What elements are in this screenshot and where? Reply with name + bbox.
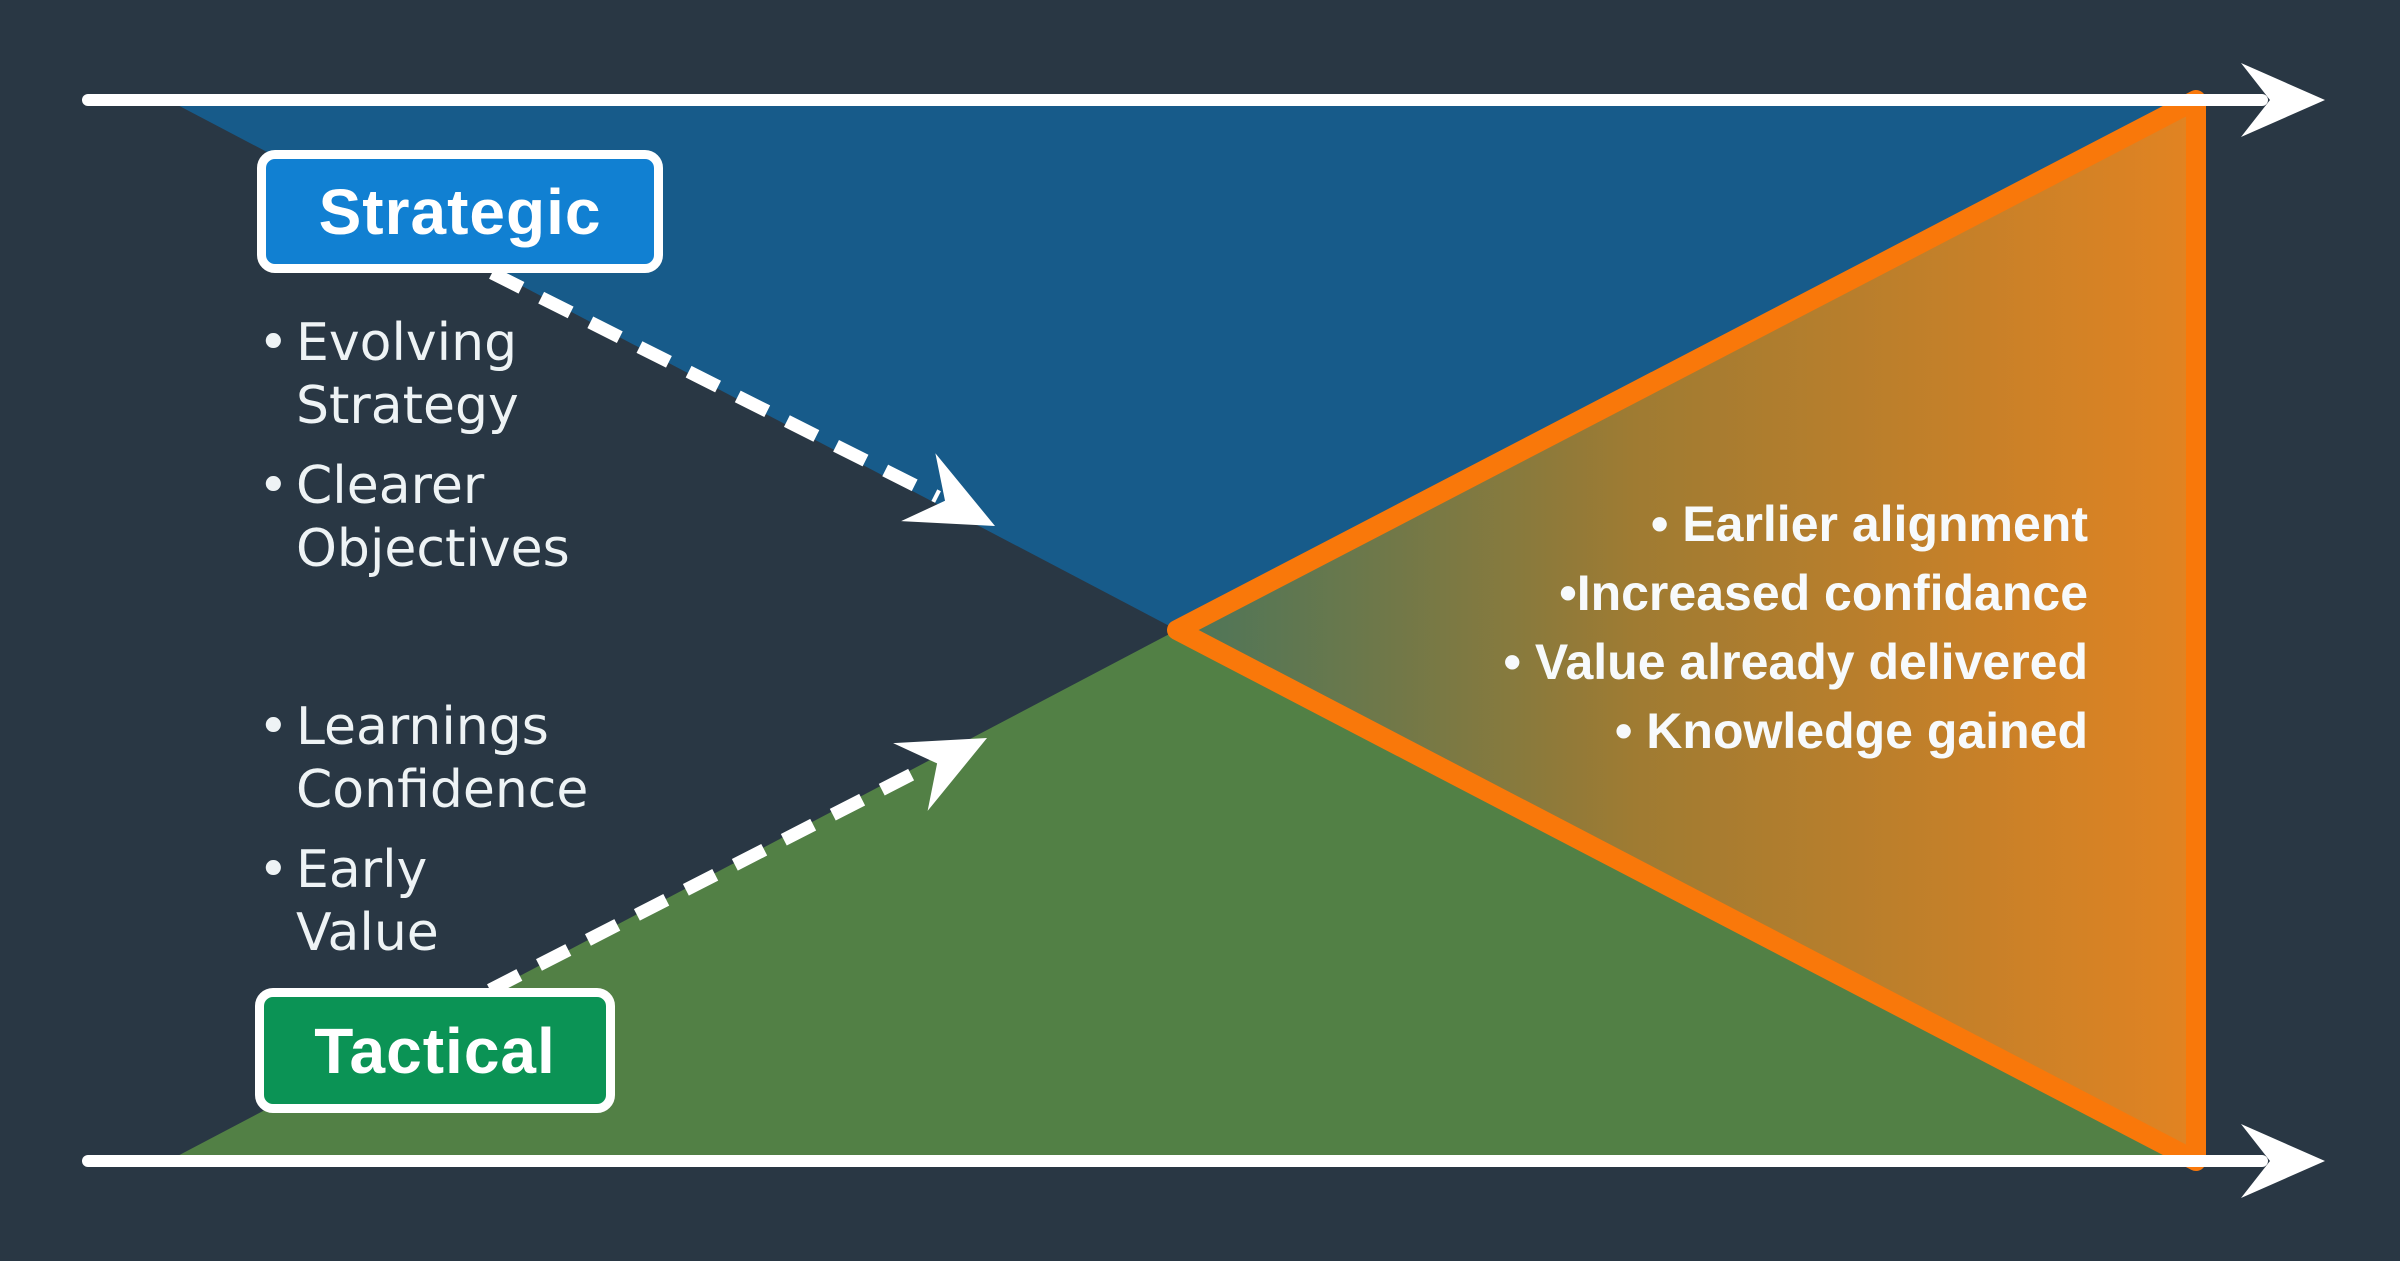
tactical-label: Tactical bbox=[255, 988, 615, 1113]
strategic-label-text: Strategic bbox=[318, 175, 602, 248]
list-item: • Clearer Objectives bbox=[258, 455, 570, 581]
strategic-label: Strategic bbox=[257, 150, 663, 273]
tactical-points-list: • Learnings Confidence • Early Value bbox=[258, 696, 588, 982]
bullet-glyph: • bbox=[258, 697, 289, 757]
strategic-dashed-arrowhead-icon bbox=[901, 453, 995, 526]
bullet-glyph: • bbox=[258, 456, 289, 516]
tactical-dashed-arrowhead-icon bbox=[893, 738, 987, 811]
benefit-item: • Value already delivered bbox=[1503, 634, 2089, 690]
point-line: Strategy bbox=[296, 376, 519, 436]
benefits-triangle bbox=[1167, 90, 2206, 1171]
tactical-dashed-line bbox=[487, 760, 931, 996]
point-line: Early bbox=[296, 840, 428, 900]
tactical-label-text: Tactical bbox=[314, 1014, 556, 1087]
benefit-item: •Increased confidance bbox=[1559, 565, 2088, 621]
tactical-triangle bbox=[168, 630, 2196, 1161]
bullet-glyph: • bbox=[258, 840, 289, 900]
point-line: Learnings bbox=[296, 697, 549, 757]
benefit-item: • Knowledge gained bbox=[1614, 703, 2088, 759]
point-line: Value bbox=[296, 903, 439, 963]
bottom-axis-arrowhead-icon bbox=[2241, 1124, 2325, 1198]
list-item: • Evolving Strategy bbox=[258, 312, 570, 438]
strategic-points-list: • Evolving Strategy • Clearer Objectives bbox=[258, 312, 570, 598]
benefit-item: • Earlier alignment bbox=[1650, 496, 2088, 552]
point-line: Clearer bbox=[296, 456, 485, 516]
point-line: Confidence bbox=[296, 760, 589, 820]
point-line: Evolving bbox=[296, 313, 518, 373]
list-item: • Learnings Confidence bbox=[258, 696, 588, 822]
list-item: • Early Value bbox=[258, 839, 588, 965]
strategic-triangle bbox=[168, 100, 2196, 630]
benefits-list: • Earlier alignment •Increased confidanc… bbox=[1504, 490, 2089, 766]
point-line: Objectives bbox=[296, 519, 570, 579]
bullet-glyph: • bbox=[258, 313, 289, 373]
strategic-dashed-line bbox=[489, 267, 941, 503]
top-axis-arrowhead-icon bbox=[2241, 63, 2325, 137]
